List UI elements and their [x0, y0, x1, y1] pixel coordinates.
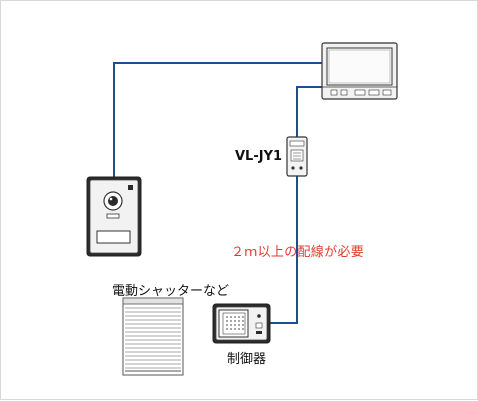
controller-label: 制御器 [227, 352, 267, 367]
wire-monitor-to-adapter [296, 86, 323, 138]
wire-door-station-to-monitor [113, 62, 323, 178]
adapter-label: VL-JY1 [235, 149, 283, 164]
electric-shutter [122, 297, 184, 376]
wire-adapter-to-controller [268, 175, 298, 324]
wires [113, 62, 323, 324]
indoor-monitor [321, 42, 398, 100]
controller-device [212, 303, 271, 344]
door-station [86, 176, 142, 257]
adapter-device [286, 136, 308, 177]
shutter-label: 電動シャッターなど [112, 284, 230, 299]
wiring-requirement-note: ２ｍ以上の配線が必要 [231, 245, 365, 260]
